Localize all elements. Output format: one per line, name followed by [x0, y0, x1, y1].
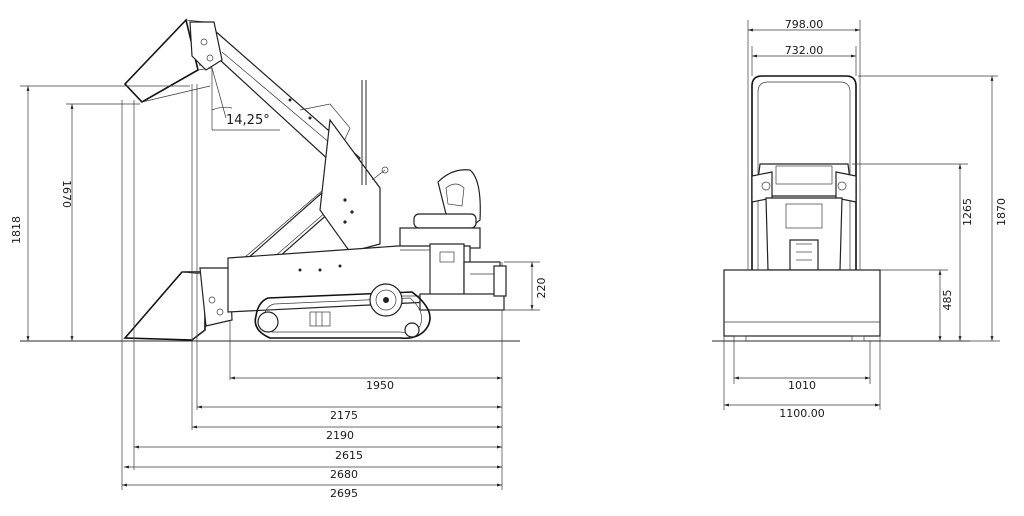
dim-732-label: 732.00	[785, 44, 824, 57]
operator-seat	[399, 169, 481, 249]
angle-indicator	[211, 67, 280, 131]
front-body	[751, 163, 857, 271]
tower	[319, 80, 389, 253]
dim-2190-label: 2190	[326, 429, 354, 442]
dim-220-label: 220	[535, 278, 548, 299]
side-view: 14,25°	[10, 18, 548, 500]
front-track-block	[723, 269, 881, 342]
dim-485-label: 485	[941, 290, 954, 311]
rops-frame	[751, 75, 857, 270]
dim-798-label: 798.00	[785, 18, 824, 31]
dim-1670-label: 1670	[60, 180, 73, 208]
dim-1950-label: 1950	[366, 379, 394, 392]
dim-1265-label: 1265	[961, 198, 974, 226]
front-view: 798.00 732.00 1010 1100.00 485 1265 1870	[712, 18, 1008, 420]
dim-2680-label: 2680	[330, 468, 358, 481]
dim-1870-label: 1870	[995, 198, 1008, 226]
dim-2615-label: 2615	[335, 449, 363, 462]
dim-1010-label: 1010	[788, 379, 816, 392]
dim-2695-label: 2695	[330, 487, 358, 500]
angle-label: 14,25°	[226, 113, 270, 128]
dim-1100-label: 1100.00	[779, 407, 825, 420]
chassis	[227, 243, 507, 313]
dim-2175-label: 2175	[330, 409, 358, 422]
crawler-track	[254, 283, 431, 340]
dim-1818-label: 1818	[10, 216, 23, 244]
loader-arm	[189, 21, 361, 175]
